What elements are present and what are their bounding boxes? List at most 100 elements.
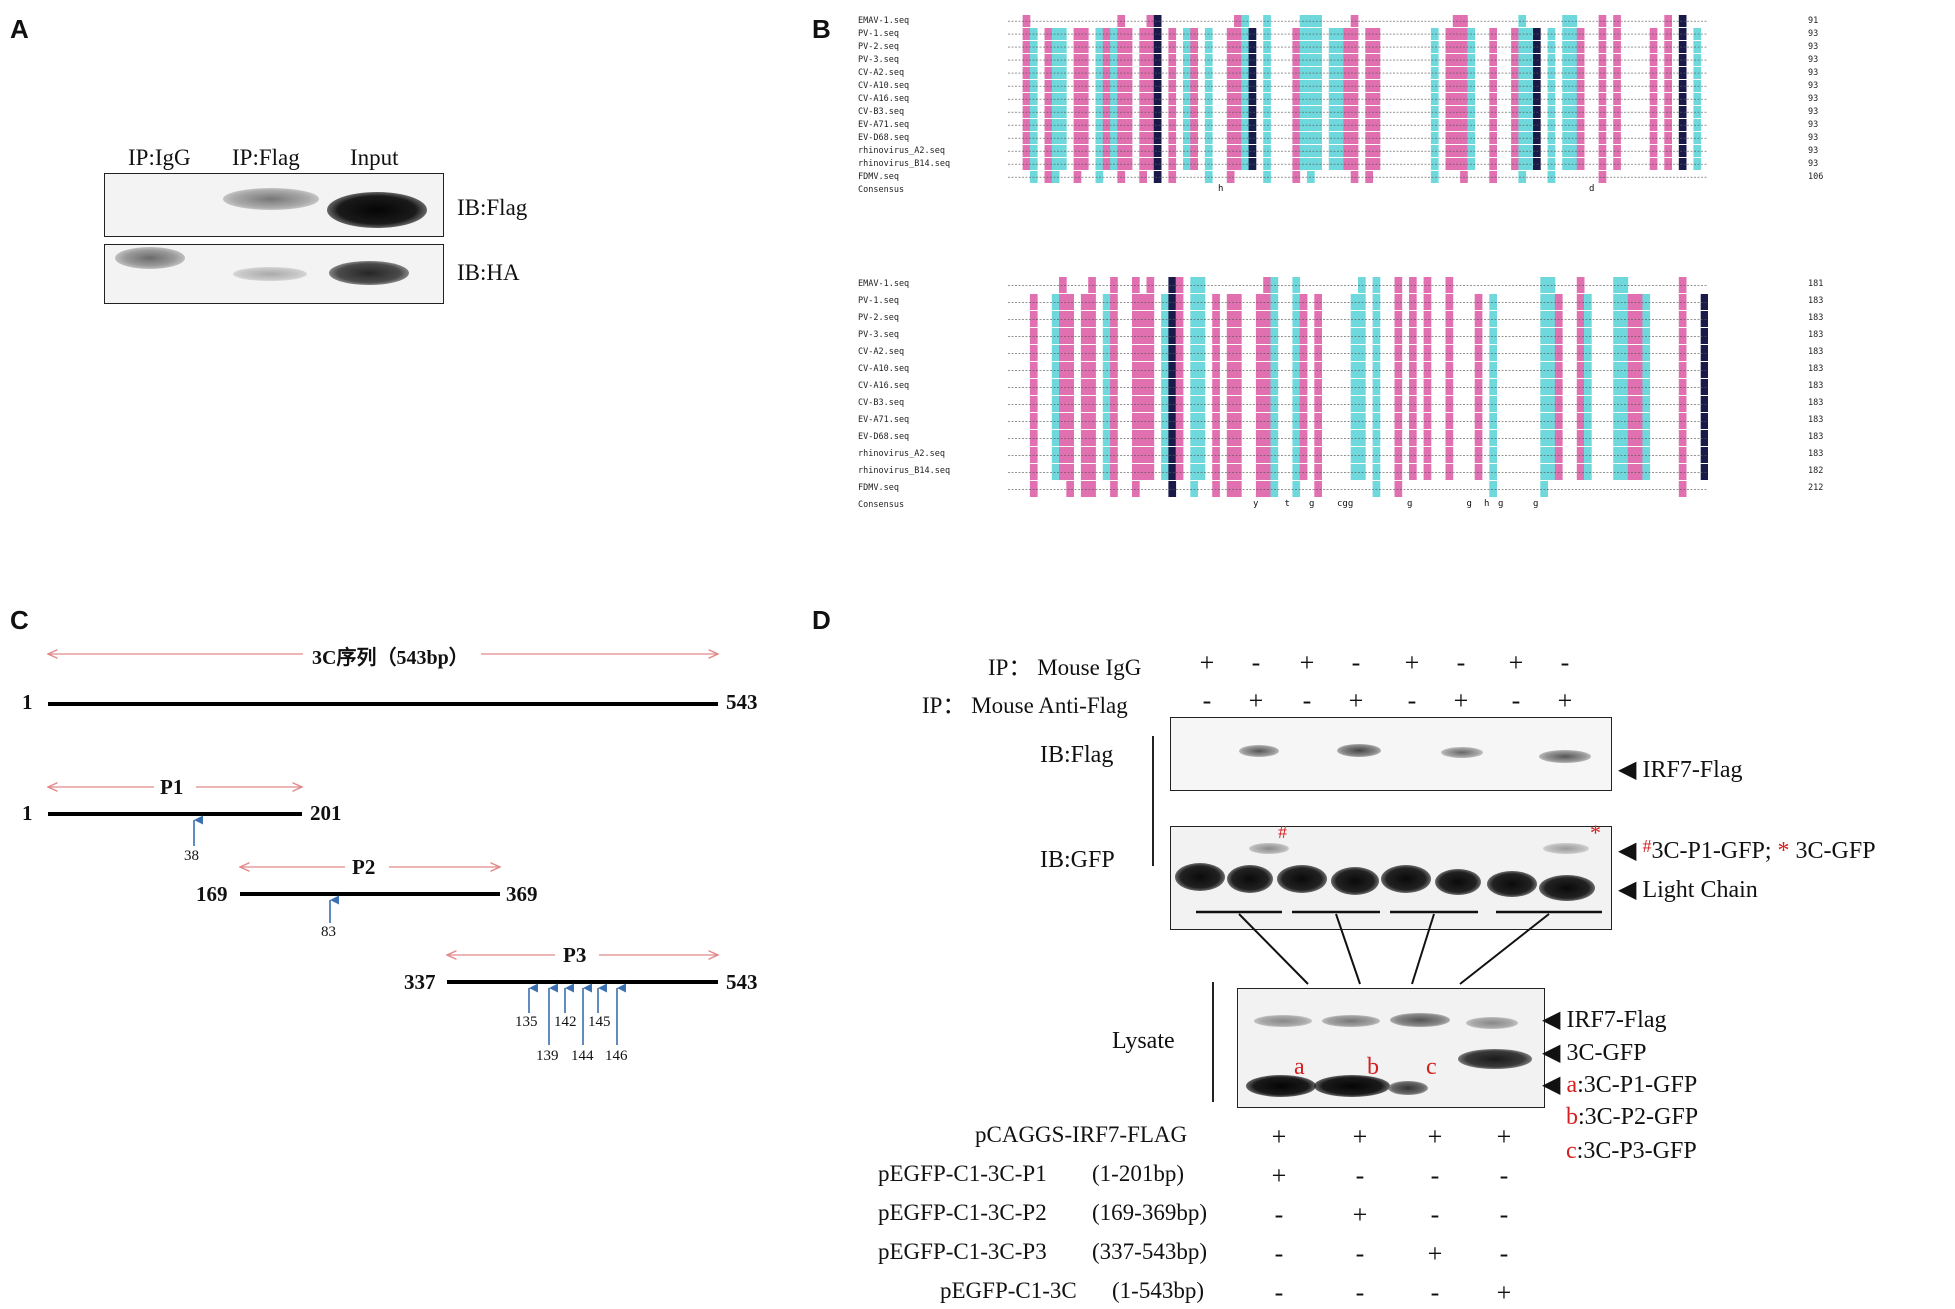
- p3-end: 543: [726, 970, 758, 994]
- alignment-cell: [1161, 311, 1169, 327]
- alignment-cell: [1620, 277, 1629, 293]
- alignment-cell: [1489, 119, 1497, 131]
- alignment-cell: [1088, 328, 1096, 344]
- alignment-cell: [1161, 328, 1169, 344]
- seq-end: 93: [1808, 120, 1819, 130]
- alignment-cell: [1226, 413, 1235, 429]
- ip-flag-sign: -: [1302, 686, 1312, 715]
- alignment-cell: [1175, 277, 1184, 293]
- construct-name: pCAGGS-IRF7-FLAG: [975, 1122, 1188, 1147]
- alignment-cell: [1226, 93, 1235, 105]
- alignment-cell: [1350, 311, 1359, 327]
- alignment-cell: [1409, 328, 1417, 344]
- alignment-cell: [1394, 328, 1403, 344]
- alignment-cell: [1693, 93, 1702, 105]
- ib-flag-label: IB:Flag: [1040, 742, 1114, 768]
- alignment-cell: [1146, 311, 1155, 327]
- alignment-cell: [1110, 328, 1118, 344]
- band-lys-irf7: [1254, 1015, 1312, 1027]
- alignment-cell: [1168, 67, 1177, 79]
- alignment-cell: [1073, 171, 1082, 183]
- alignment-cell: [1489, 311, 1497, 327]
- construct-sign: +: [1352, 1122, 1368, 1151]
- alignment-cell: [1576, 67, 1585, 79]
- alignment-cell: [1263, 277, 1271, 293]
- alignment-cell: [1445, 294, 1454, 310]
- alignment-cell: [1051, 362, 1060, 378]
- alignment-cell: [1627, 294, 1636, 310]
- seq-name: EV-D68.seq: [858, 432, 910, 442]
- alignment-cell: [1241, 93, 1249, 105]
- alignment-cell: [1314, 158, 1322, 170]
- alignment-cell: [1168, 328, 1177, 344]
- alignment-cell: [1248, 54, 1257, 66]
- alignment-cell: [1314, 294, 1322, 310]
- alignment-cell: [1234, 54, 1242, 66]
- alignment-cell: [1110, 277, 1118, 293]
- alignment-cell: [1328, 106, 1337, 118]
- alignment-cell: [1234, 447, 1242, 463]
- construct-sign: +: [1427, 1239, 1443, 1268]
- alignment-cell: [1518, 119, 1527, 131]
- alignment-cell: [1314, 41, 1322, 53]
- alignment-cell: [1234, 413, 1242, 429]
- alignment-cell: [1226, 158, 1235, 170]
- alignment-cell: [1029, 294, 1038, 310]
- alignment-cell: [1314, 413, 1322, 429]
- seq-end: 183: [1808, 330, 1824, 340]
- alignment-cell: [1511, 132, 1519, 144]
- alignment-cell: [1059, 311, 1067, 327]
- ip-igg-sign: +: [1299, 648, 1315, 677]
- ip-igg-sign: +: [1199, 648, 1215, 677]
- alignment-cell: [1234, 28, 1242, 40]
- alignment-cell: [1168, 158, 1177, 170]
- band-lys-irf7: [1466, 1017, 1518, 1029]
- alignment-cell: [1423, 362, 1432, 378]
- alignment-cell: [1489, 145, 1497, 157]
- alignment-cell: [1489, 67, 1497, 79]
- alignment-cell: [1059, 41, 1067, 53]
- seq-name: rhinovirus_A2.seq: [858, 146, 945, 156]
- band-flag-ipflag: [223, 188, 319, 210]
- alignment-cell: [1430, 93, 1439, 105]
- alignment-cell: [1234, 80, 1242, 92]
- alignment-cell: [1518, 67, 1527, 79]
- alignment-cell: [1430, 67, 1439, 79]
- alignment-cell: [1139, 396, 1147, 412]
- construct-sign: +: [1496, 1122, 1512, 1151]
- alignment-cell: [1059, 158, 1067, 170]
- alignment-cell: [1576, 430, 1585, 446]
- alignment-cell: [1080, 362, 1089, 378]
- alignment-cell: [1700, 328, 1709, 344]
- alignment-cell: [1059, 106, 1067, 118]
- alignment-cell: [1139, 41, 1147, 53]
- seq-end: 183: [1808, 415, 1824, 425]
- ip-igg-sign: +: [1404, 648, 1420, 677]
- alignment-cell: [1197, 277, 1206, 293]
- alignment-cell: [1080, 379, 1089, 395]
- alignment-cell: [1073, 145, 1082, 157]
- alignment-cell: [1029, 328, 1038, 344]
- p3-site-146: 146: [605, 1048, 628, 1064]
- alignment-cell: [1146, 15, 1155, 27]
- alignment-cell: [1146, 106, 1155, 118]
- alignment-cell: [1073, 80, 1082, 92]
- band-d-flag-3: [1441, 747, 1483, 758]
- alignment-cell: [1693, 145, 1702, 157]
- alignment-cell: [1554, 311, 1563, 327]
- alignment-cell: [1197, 311, 1206, 327]
- alignment-cell: [1554, 294, 1563, 310]
- alignment-cell: [1255, 311, 1264, 327]
- ip-igg-sign: -: [1251, 648, 1261, 677]
- alignment-cell: [1248, 158, 1257, 170]
- alignment-grid-1: [1008, 14, 1708, 183]
- band-gfp-p1: [1249, 843, 1289, 854]
- alignment-cell: [1409, 345, 1417, 361]
- alignment-cell: [1314, 28, 1322, 40]
- ip-flag-sign: +: [1557, 686, 1573, 715]
- band-ha-ipflag: [233, 267, 307, 281]
- alignment-cell: [1139, 80, 1147, 92]
- alignment-cell: [1518, 28, 1527, 40]
- ip-row-label-igg: IP： Mouse IgG: [988, 655, 1142, 680]
- seq-name: CV-A16.seq: [858, 94, 910, 104]
